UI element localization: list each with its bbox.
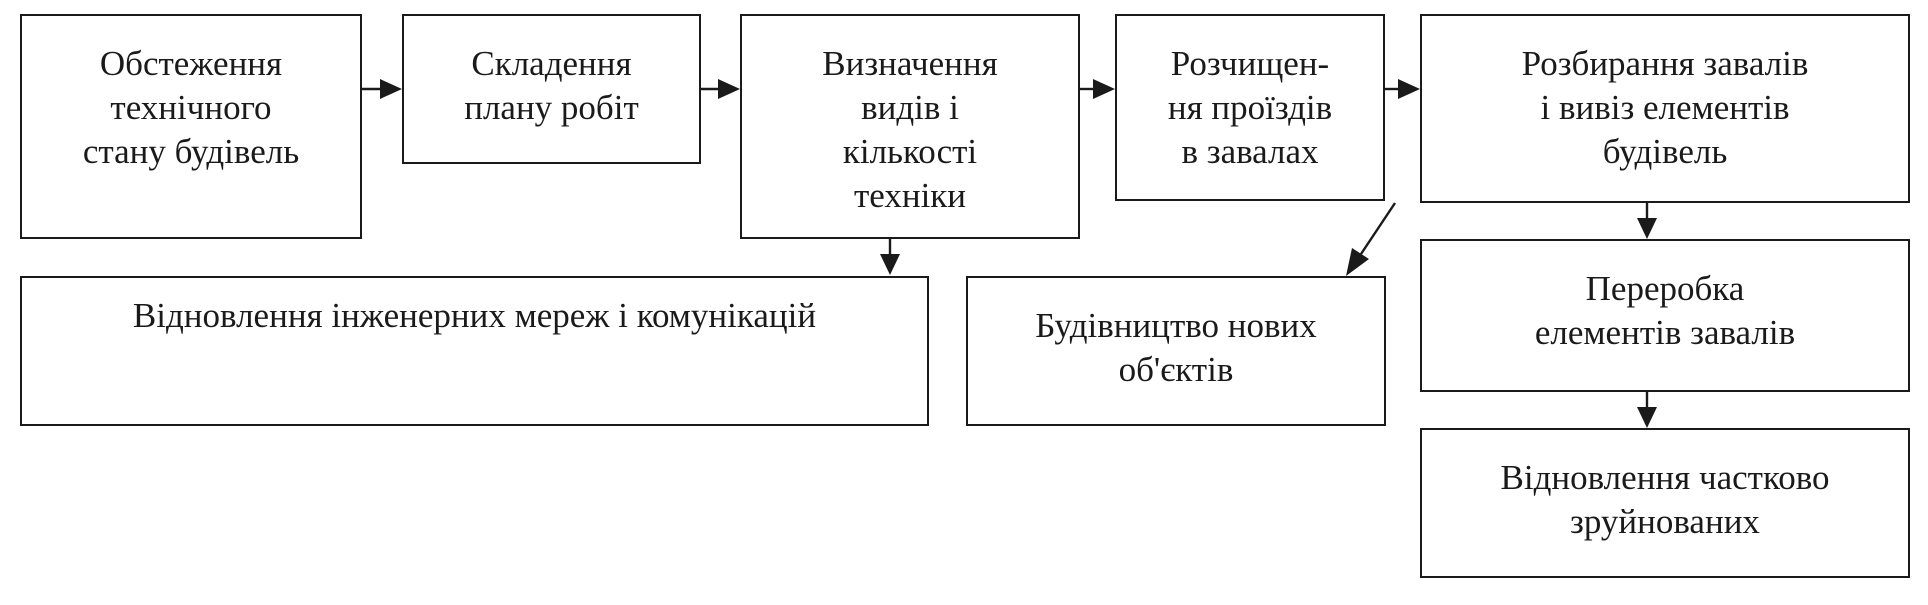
edge-dismantling-processing bbox=[1637, 203, 1657, 239]
node-new-objects: Будівництво нових об'єктів bbox=[966, 276, 1386, 426]
node-plan: Складення плану робіт bbox=[402, 14, 701, 164]
edge-equipment-networks bbox=[880, 239, 900, 275]
edge-plan-equipment bbox=[701, 79, 740, 99]
edge-dismantling-new-objects bbox=[1346, 202, 1396, 276]
edge-processing-restoration bbox=[1637, 392, 1657, 428]
node-survey: Обстеження технічного стану будівель bbox=[20, 14, 362, 239]
edge-equipment-clearing bbox=[1080, 79, 1115, 99]
edge-clearing-dismantling bbox=[1385, 79, 1420, 99]
node-equipment: Визначення видів і кількості техніки bbox=[740, 14, 1080, 239]
node-networks: Відновлення інженерних мереж і комунікац… bbox=[20, 276, 929, 426]
edge-survey-plan bbox=[362, 79, 402, 99]
node-processing: Переробка елементів завалів bbox=[1420, 239, 1910, 392]
node-dismantling: Розбирання завалів і вивіз елементів буд… bbox=[1420, 14, 1910, 203]
node-clearing: Розчищен- ня проїздів в завалах bbox=[1115, 14, 1385, 201]
node-restoration: Відновлення частково зруйнованих bbox=[1420, 428, 1910, 578]
